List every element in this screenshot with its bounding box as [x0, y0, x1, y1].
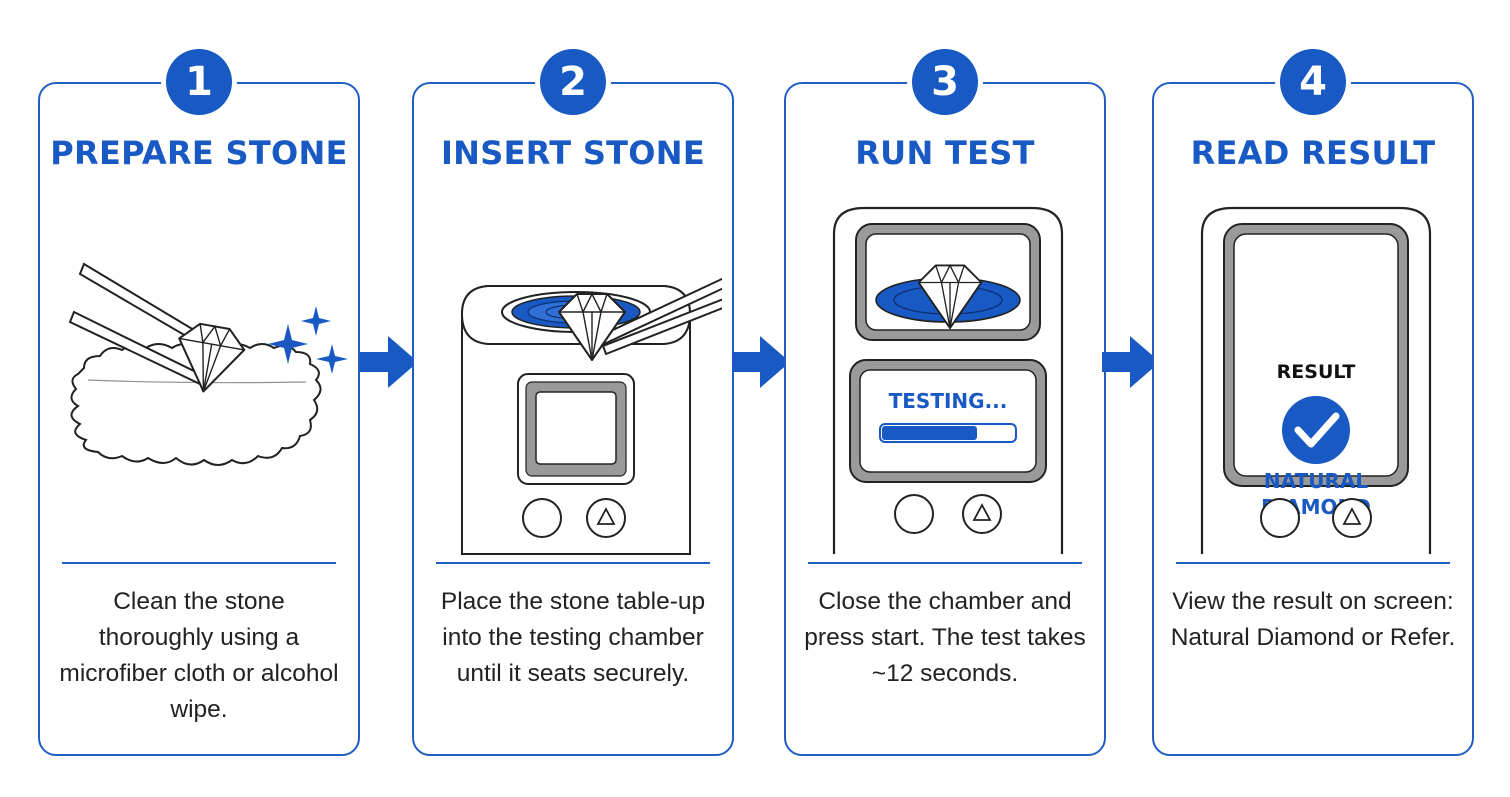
arrow-right-icon [1102, 336, 1160, 388]
step-number: 1 [166, 49, 232, 115]
run-test-illustration: TESTING... [832, 206, 1064, 554]
step-number: 4 [1280, 49, 1346, 115]
step-title: RUN TEST [855, 134, 1035, 172]
divider [436, 562, 710, 564]
step-number-badge: 4 [1275, 44, 1351, 120]
divider [808, 562, 1082, 564]
read-result-illustration: RESULT NATURAL DIAMOND [1200, 206, 1432, 554]
step-number: 3 [912, 49, 978, 115]
progress-bar [879, 423, 1017, 443]
step-number: 2 [540, 49, 606, 115]
step-number-badge: 3 [907, 44, 983, 120]
step-description: Clean the stone thoroughly using a micro… [59, 588, 339, 723]
arrow-right-icon [360, 336, 418, 388]
sparkle-icon [268, 306, 348, 374]
step-card-3: 3 RUN TEST TESTING... Close the chamber … [784, 44, 1106, 756]
result-line-1: NATURAL [1264, 469, 1368, 493]
tester-device-icon: TESTING... [832, 206, 1064, 554]
screen-label: RESULT [1277, 361, 1356, 383]
step-description: Close the chamber and press start. The t… [804, 588, 1086, 687]
step-title: PREPARE STONE [50, 134, 348, 172]
step-number-badge: 1 [161, 44, 237, 120]
step-description: Place the stone table-up into the testin… [440, 588, 706, 687]
step-card-2: 2 INSERT STONE Place the stone table-up … [412, 44, 734, 756]
step-title: INSERT STONE [440, 134, 706, 172]
step-card-1: 1 PREPARE STONE Clean the stone thorough… [38, 44, 360, 756]
screen-status-text: TESTING... [889, 389, 1008, 413]
insert-stone-illustration [460, 277, 722, 555]
arrow-right-icon [732, 336, 790, 388]
prepare-stone-illustration [68, 262, 348, 466]
step-number-badge: 2 [535, 44, 611, 120]
check-icon [1282, 396, 1350, 464]
step-description: View the result on screen: Natural Diamo… [1170, 588, 1456, 651]
divider [62, 562, 336, 564]
divider [1176, 562, 1450, 564]
tester-device-icon: RESULT NATURAL DIAMOND [1200, 206, 1432, 554]
step-title: READ RESULT [1190, 134, 1436, 172]
step-card-4: 4 READ RESULT RESULT NATURAL DIAMOND Vie… [1152, 44, 1474, 756]
